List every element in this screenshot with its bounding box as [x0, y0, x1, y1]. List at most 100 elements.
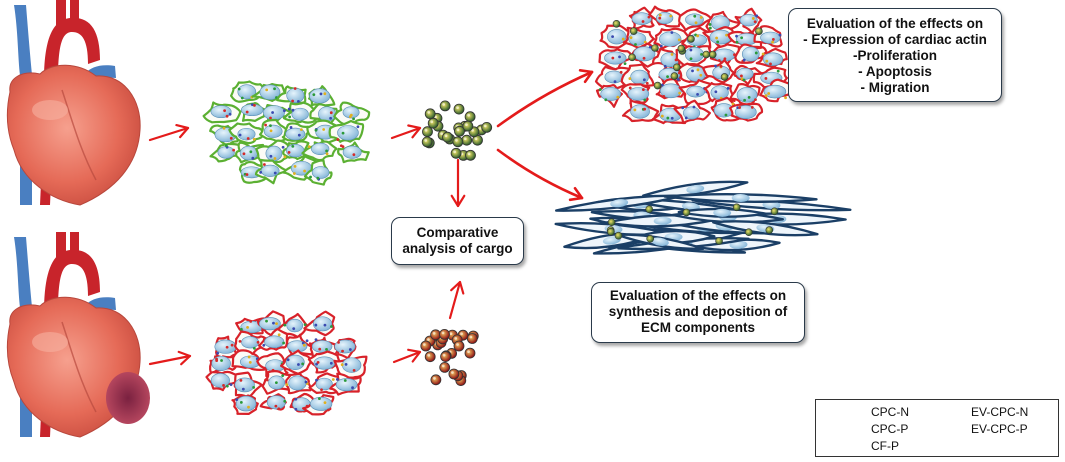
fibroblast-nucleus	[651, 237, 669, 246]
cell-granule	[633, 10, 637, 14]
cell-nucleus	[258, 317, 281, 331]
internalized-vesicle	[612, 19, 621, 28]
cell-granule	[724, 113, 728, 117]
cell	[231, 349, 266, 371]
arrow-shaft	[148, 126, 190, 142]
internalized-vesicle	[607, 228, 615, 236]
coronary-line	[61, 89, 97, 181]
cell-granule	[764, 94, 768, 98]
cell-nucleus	[291, 107, 309, 121]
effects-ecm-line: synthesis and deposition of	[608, 304, 788, 319]
vesicle-highlight	[453, 150, 456, 154]
cell	[599, 24, 636, 49]
cell	[729, 102, 764, 122]
cell-granule	[339, 144, 343, 148]
cell-granule	[735, 34, 738, 38]
cell-granule	[642, 78, 646, 82]
fibroblast-nucleus	[713, 208, 732, 217]
cell	[628, 6, 655, 30]
arrow-head	[407, 124, 422, 139]
cell-granule	[738, 106, 741, 109]
red-arrow	[450, 158, 466, 208]
cell-granule	[696, 92, 699, 96]
cell	[235, 141, 265, 164]
effects-ecm-line: Evaluation of the effects on	[609, 288, 787, 303]
cell-granule	[341, 131, 345, 135]
cell	[733, 64, 765, 86]
cell	[329, 372, 362, 396]
legend-label-ev-cpc-p: EV-CPC-P	[971, 422, 1028, 436]
cell-granule	[708, 23, 712, 26]
cell-nucleus	[237, 84, 257, 100]
cell	[337, 141, 370, 164]
legend-label-cf-p: CF-P	[871, 439, 899, 453]
cell-nucleus	[734, 105, 757, 120]
cell-granule	[352, 368, 356, 372]
cell-granule	[343, 379, 347, 382]
cell-nucleus	[710, 85, 729, 100]
fibroblast	[615, 233, 705, 251]
cell-granule	[237, 87, 241, 91]
arrow-head	[578, 69, 594, 84]
vesicle-highlight	[444, 134, 448, 138]
cell-granule	[314, 323, 318, 327]
cell-granule	[228, 112, 232, 116]
internalized-vesicle	[607, 218, 616, 226]
cell-granule	[669, 14, 673, 18]
effects-cardiac-line: - Expression of cardiac actin	[803, 32, 987, 47]
cell-granule	[299, 128, 303, 132]
cell-granule	[647, 15, 651, 19]
extracellular-vesicle	[448, 368, 460, 380]
cell-granule	[742, 78, 746, 82]
vesicle-highlight	[427, 338, 430, 341]
cell-granule	[265, 88, 269, 92]
internalized-vesicle	[651, 44, 659, 52]
cell-granule	[778, 33, 782, 37]
cell-granule	[225, 345, 229, 349]
cell-granule	[660, 114, 664, 118]
cell	[233, 371, 263, 399]
cell-granule	[742, 58, 746, 62]
internalized-vesicle	[702, 50, 711, 59]
legend: CPC-N CPC-P CF-P EV-CPC-N EV-CPC-P	[815, 399, 1059, 457]
cell-nucleus	[741, 46, 760, 62]
extracellular-vesicle	[461, 134, 473, 146]
cell-granule	[216, 351, 220, 355]
cell-granule	[289, 126, 293, 129]
cell-granule	[643, 40, 647, 44]
internalized-vesicle	[682, 208, 691, 217]
cell-granule	[643, 98, 647, 102]
internalized-vesicle	[755, 27, 763, 36]
extracellular-vesicle	[424, 108, 436, 120]
cell	[261, 370, 293, 395]
cell-nucleus	[604, 51, 627, 65]
cell-granule	[689, 57, 693, 61]
internalized-vesicle	[765, 226, 774, 234]
cell-granule	[273, 171, 277, 175]
cell-nucleus	[342, 106, 360, 119]
cell-granule	[641, 88, 645, 92]
red-arrow	[496, 69, 594, 128]
cell-nucleus	[286, 143, 305, 158]
cell-granule	[633, 108, 637, 112]
cell-granule	[285, 383, 289, 387]
extracellular-vesicle	[430, 329, 442, 341]
cell	[620, 63, 655, 90]
cell-granule	[634, 43, 637, 46]
fibroblast	[677, 207, 767, 218]
cell-granule	[291, 99, 295, 103]
vesicle-highlight	[474, 137, 478, 141]
cf-p-sheet	[554, 180, 852, 255]
internalized-vesicle	[614, 231, 623, 240]
cell-granule	[297, 363, 300, 366]
cell-granule	[259, 170, 263, 174]
cell-granule	[678, 91, 682, 95]
cell-granule	[658, 16, 662, 20]
cell-granule	[337, 340, 340, 344]
arrow-shaft	[392, 350, 422, 364]
cell	[333, 355, 368, 379]
cell-nucleus	[659, 31, 682, 47]
cell-granule	[696, 68, 700, 72]
cell-granule	[238, 133, 242, 137]
